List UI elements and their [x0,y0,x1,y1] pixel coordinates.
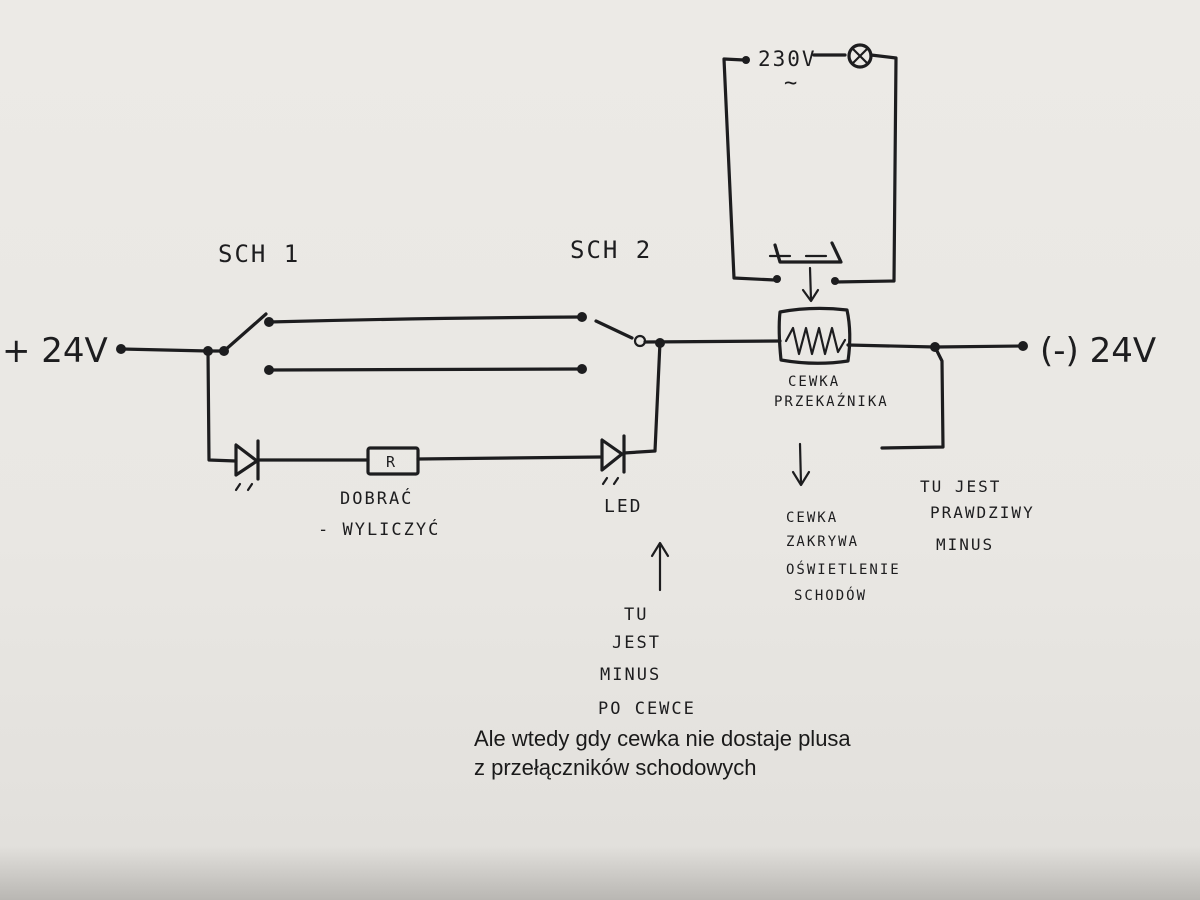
true-minus-line1: TU JEST [920,477,1001,496]
mains-voltage-label: 230V [758,47,817,71]
arrow-minus-after-coil [650,541,670,592]
coil-note-line1: CEWKA [786,510,838,526]
true-minus-line2: PRAWDZIWY [930,503,1035,522]
mains-ac-label: ~ [784,71,799,96]
explanation-note-line1: Ale wtedy gdy cewka nie dostaje plusa [474,726,851,751]
coil-note-line4: SCHODÓW [794,586,867,604]
resistor-note-line2: - WYLICZYĆ [318,518,440,540]
resistor-label: R [386,453,397,471]
sch1-label: SCH 1 [218,240,300,268]
led-label: LED [604,496,643,517]
switch-sch2 [594,319,665,348]
switch-sch1 [222,312,274,375]
minus-after-coil-line1: TU [624,605,648,625]
resistor-note-line1: DOBRAĆ [340,487,413,509]
relay-coil [777,306,852,365]
true-minus-branch [880,345,945,450]
plus-24v-label: + 24V [2,331,108,371]
minus-after-coil-line4: PO CEWCE [598,699,696,719]
coil-note-line3: OŚWIETLENIE [786,560,901,578]
explanation-note-line2: z przełączników schodowych [474,755,757,780]
mains-lamp-circuit [722,43,898,303]
traveller-wires [267,312,587,374]
true-minus-line3: MINUS [936,535,994,554]
minus-after-coil-line3: MINUS [600,665,661,685]
minus-after-coil-line2: JEST [612,633,661,653]
sch2-label: SCH 2 [570,236,652,264]
plus-24v-wire [116,344,229,356]
minus-24v-label: (-) 24V [1040,331,1156,371]
coil-label-line1: CEWKA [788,374,840,390]
wire-to-coil [643,339,782,344]
coil-note-line2: ZAKRYWA [786,534,859,550]
arrow-coil-note [791,442,811,487]
explanation-note: Ale wtedy gdy cewka nie dostaje plusa z … [474,724,954,782]
coil-label-line2: PRZEKAŹNIKA [774,393,889,410]
led-branch [206,340,662,492]
